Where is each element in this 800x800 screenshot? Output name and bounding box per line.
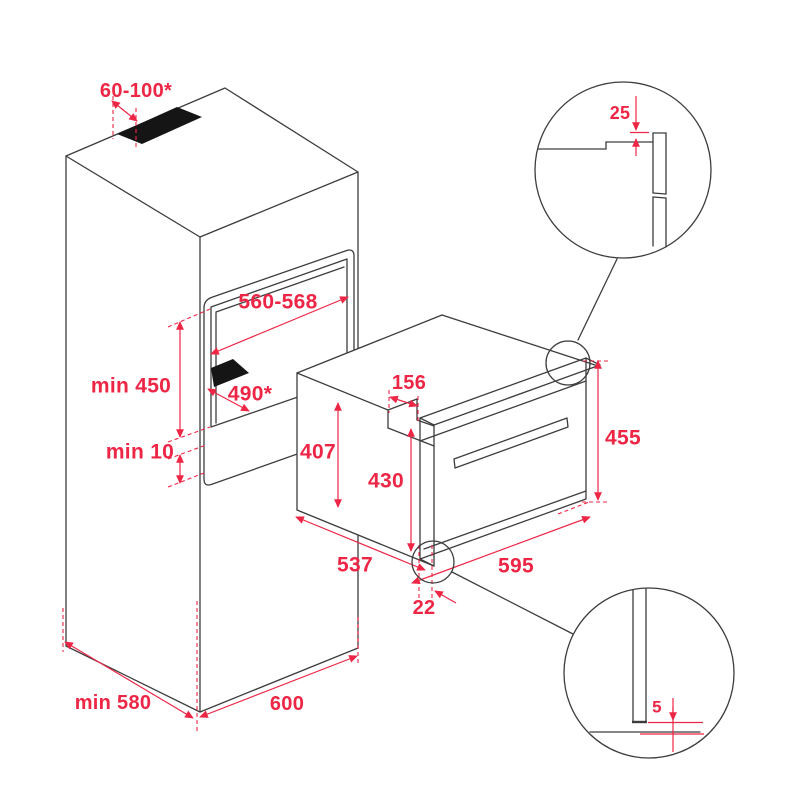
cabinet-dimension-lines <box>62 96 359 731</box>
oven-dimension-lines <box>295 360 608 604</box>
detail-circle-top <box>534 81 712 259</box>
niche-shelf <box>211 359 249 387</box>
compact-oven-drawing <box>296 314 601 567</box>
detail-circle-bottom <box>563 587 735 759</box>
corner-marker-bottom <box>411 540 455 584</box>
oven-door-handle <box>453 417 569 469</box>
vent-cutout <box>117 107 202 144</box>
detail-callouts <box>411 81 735 759</box>
corner-marker-top <box>545 340 591 386</box>
